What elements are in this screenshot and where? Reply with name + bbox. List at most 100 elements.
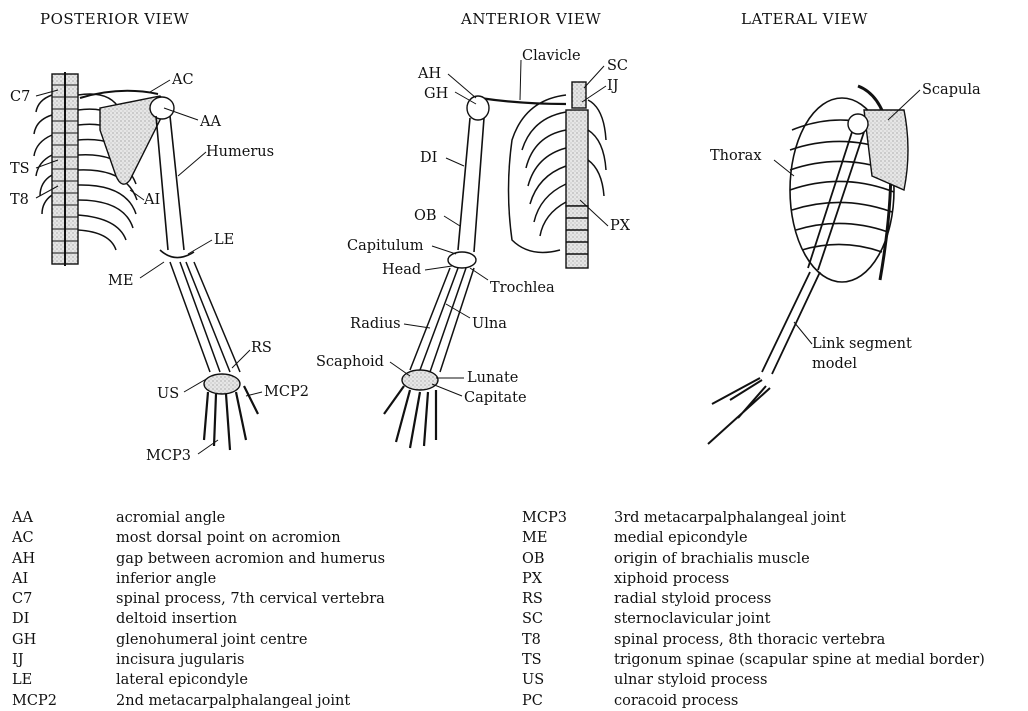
posterior-spine bbox=[52, 72, 78, 266]
legend-desc: trigonum spinae (scapular spine at media… bbox=[614, 650, 985, 670]
legend-abbr: TS bbox=[522, 650, 614, 670]
label-scaphoid: Scaphoid bbox=[316, 354, 384, 370]
label-trochlea: Trochlea bbox=[490, 280, 555, 296]
anterior-humerus bbox=[448, 96, 489, 268]
legend-abbr: AC bbox=[12, 528, 116, 548]
posterior-hand bbox=[204, 374, 258, 450]
legend-abbr: ME bbox=[522, 528, 614, 548]
anterior-hand bbox=[384, 370, 438, 448]
legend-abbr: LE bbox=[12, 670, 116, 690]
legend-abbr: T8 bbox=[522, 630, 614, 650]
lateral-skeleton bbox=[708, 86, 920, 444]
label-mcp2: MCP2 bbox=[264, 384, 309, 400]
legend-desc: sternoclavicular joint bbox=[614, 609, 770, 629]
label-capitate: Capitate bbox=[464, 390, 527, 406]
label-le: LE bbox=[214, 232, 234, 248]
label-clavicle: Clavicle bbox=[522, 48, 581, 64]
legend-abbr: OB bbox=[522, 549, 614, 569]
label-ob: OB bbox=[414, 208, 437, 224]
label-thorax: Thorax bbox=[710, 148, 762, 164]
legend-abbr: IJ bbox=[12, 650, 116, 670]
legend-desc: most dorsal point on acromion bbox=[116, 528, 341, 548]
legend-abbr: MCP3 bbox=[522, 508, 614, 528]
label-ac: AC bbox=[171, 72, 194, 88]
legend-desc: spinal process, 8th thoracic vertebra bbox=[614, 630, 885, 650]
legend-desc: glenohumeral joint centre bbox=[116, 630, 307, 650]
legend-desc: xiphoid process bbox=[614, 569, 729, 589]
legend-abbr: AI bbox=[12, 569, 116, 589]
legend-desc: inferior angle bbox=[116, 569, 216, 589]
legend-row: GHglenohumeral joint centre bbox=[12, 630, 385, 650]
legend-abbr: SC bbox=[522, 609, 614, 629]
posterior-forearm bbox=[170, 262, 240, 372]
label-gh: GH bbox=[424, 86, 448, 102]
label-lunate: Lunate bbox=[467, 370, 518, 386]
anterior-forearm bbox=[410, 268, 474, 372]
anterior-ribcage bbox=[509, 95, 607, 252]
label-sc: SC bbox=[607, 58, 628, 74]
legend-desc: incisura jugularis bbox=[116, 650, 244, 670]
label-head: Head bbox=[382, 262, 421, 278]
legend-desc: medial epicondyle bbox=[614, 528, 748, 548]
label-mcp3: MCP3 bbox=[146, 448, 191, 464]
legend-abbr: DI bbox=[12, 609, 116, 629]
legend-abbr: C7 bbox=[12, 589, 116, 609]
legend-abbr: US bbox=[522, 670, 614, 690]
legend-abbr: PX bbox=[522, 569, 614, 589]
lateral-forearm bbox=[708, 272, 820, 444]
legend-desc: radial styloid process bbox=[614, 589, 771, 609]
skeleton-figure: C7 TS T8 AC AA Humerus AI LE ME RS US MC… bbox=[0, 0, 1028, 500]
label-link-segment: Link segment bbox=[812, 336, 912, 352]
label-capitulum: Capitulum bbox=[347, 238, 424, 254]
legend-desc: origin of brachialis muscle bbox=[614, 549, 810, 569]
label-ts: TS bbox=[10, 161, 30, 177]
label-ij: IJ bbox=[607, 78, 619, 94]
label-us: US bbox=[157, 386, 179, 402]
label-ah: AH bbox=[417, 66, 441, 82]
label-ulna: Ulna bbox=[472, 316, 507, 332]
legend-desc: 2nd metacarpalphalangeal joint bbox=[116, 691, 350, 711]
legend-abbr: AA bbox=[12, 508, 116, 528]
label-t8: T8 bbox=[10, 192, 29, 208]
posterior-skeleton bbox=[34, 72, 262, 454]
legend-abbr: RS bbox=[522, 589, 614, 609]
label-radius: Radius bbox=[350, 316, 401, 332]
label-px: PX bbox=[610, 218, 631, 234]
legend-desc: coracoid process bbox=[614, 691, 738, 711]
label-di: DI bbox=[420, 150, 437, 166]
legend-right: MCP33rd metacarpalphalangeal joint MEmed… bbox=[522, 508, 985, 711]
label-model: model bbox=[812, 356, 857, 372]
posterior-humerus bbox=[150, 97, 194, 258]
label-me: ME bbox=[108, 273, 133, 289]
legend-desc: lateral epicondyle bbox=[116, 670, 248, 690]
anterior-sternum bbox=[566, 110, 588, 206]
label-rs: RS bbox=[251, 340, 272, 356]
legend-abbr: PC bbox=[522, 691, 614, 711]
label-ai: AI bbox=[143, 192, 160, 208]
legend-desc: ulnar styloid process bbox=[614, 670, 767, 690]
legend-abbr: GH bbox=[12, 630, 116, 650]
label-c7: C7 bbox=[10, 89, 30, 105]
legend-desc: acromial angle bbox=[116, 508, 225, 528]
legend-desc: gap between acromion and humerus bbox=[116, 549, 385, 569]
legend-desc: 3rd metacarpalphalangeal joint bbox=[614, 508, 846, 528]
legend-abbr: AH bbox=[12, 549, 116, 569]
